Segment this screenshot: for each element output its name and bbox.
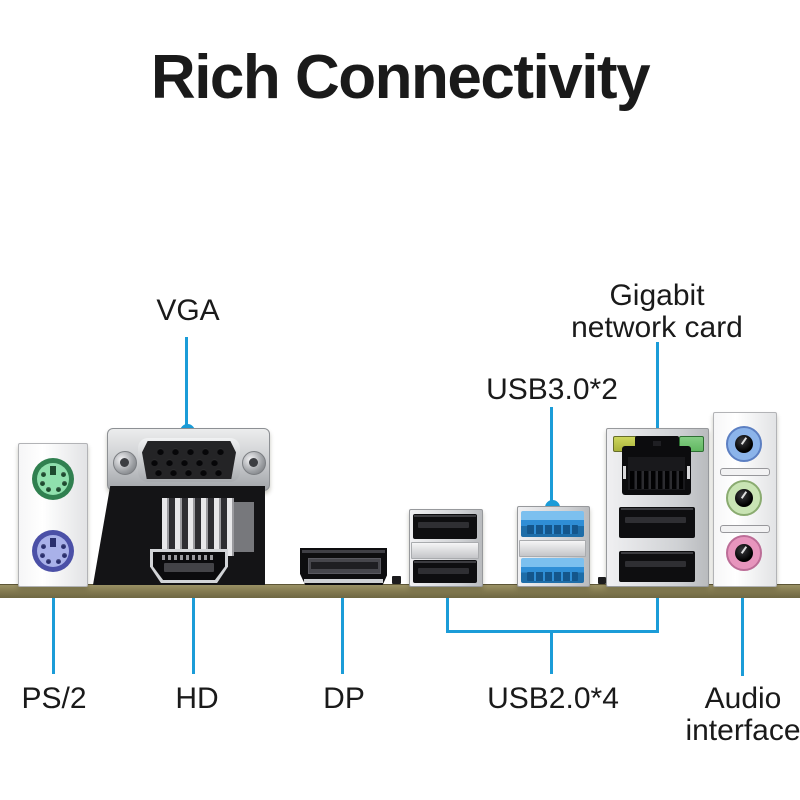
ps2-purple-face-pin-hole [61,552,67,558]
ethernet-side-tab-left [623,466,626,479]
audio-label-line1: Audio [704,682,782,715]
vga-dsub-pin-hole [195,458,203,466]
usb2-port-top [413,514,477,539]
ethernet-pin-comb [630,471,683,489]
hdmi-pin-row [162,555,216,560]
gigabit-callout-line [656,342,659,439]
usb3-callout-line [550,407,553,508]
ps2-mouse-port [32,458,74,500]
vga-dsub-pin-hole [210,458,218,466]
vga-callout-line [185,337,188,433]
displayport-slot-inner [311,562,378,569]
vga-dsub-pin-hole [216,447,224,455]
hdmi-port [150,549,228,583]
ps2-green-face-pin-hole [55,486,61,492]
vga-connector-body [93,486,265,585]
usb2-port-bottom [413,560,477,583]
lan-usb-block [606,428,709,587]
vga-dsub-pin-hole [186,447,194,455]
audio-jack-line-out [726,480,762,516]
audio-jack-block [713,412,777,587]
ps2-port-block [18,443,88,587]
ps2-purple-face-pin-hole [60,543,66,549]
gigabit-label-line1: Gigabit [609,279,705,312]
vga-body-ribs [162,498,234,556]
ps2-purple-face-pin-hole [39,552,45,558]
audio-jack-mic [726,535,762,571]
gigabit-label-line2: network card [571,311,743,344]
vga-dsub-opening [142,441,236,479]
displayport-callout-line [341,585,344,674]
hdmi-callout-line [192,579,195,674]
usb3-port-stack [517,506,590,587]
usb2-callout-stem [550,630,553,674]
ps2-green-face-pin-hole [39,480,45,486]
ps2-key-slot [50,538,56,547]
displayport-bottom-edge [304,579,383,583]
ps2-purple-face-pin-hole [40,543,46,549]
ps2-green-face-pin-hole [61,480,67,486]
usb2-label: USB2.0*4 [487,682,619,715]
audio-vent-slot [720,468,770,476]
displayport-label: DP [323,682,365,715]
ethernet-port [622,446,691,495]
ps2-purple-face-pin-hole [55,558,61,564]
ethernet-side-tab-right [687,466,690,479]
audio-interface-label: Audio interface [685,683,800,747]
ps2-purple-face-pin-hole [45,558,51,564]
vga-screw-nut-right [242,451,266,475]
usb-stack-divider [411,542,479,559]
ps2-keyboard-port-face [37,535,69,567]
ps2-green-face-pin-hole [45,486,51,492]
hdmi-label: HD [175,682,219,715]
audio-label-line2: interface [685,714,800,747]
vga-body-plate [234,502,254,552]
vga-dsub-pin-hole [171,447,179,455]
ps2-callout-line [52,582,55,674]
audio-callout-line [741,582,744,676]
ps2-mouse-port-face [37,463,69,495]
vga-dsub-pin-hole [165,458,173,466]
ps2-keyboard-port [32,530,74,572]
usb2-port-right-bottom [619,551,695,582]
motherboard-pcb-edge [0,584,800,598]
ps2-label: PS/2 [21,682,87,715]
displayport-top-edge [302,550,385,553]
usb3-port-top [521,511,584,537]
pcb-component-nub [392,576,401,584]
usb2-callout-line-right [656,579,659,633]
displayport-port [300,548,387,585]
usb2-port-stack [409,509,483,587]
vga-dsub-pin-hole [169,468,177,476]
vga-dsub-pin-hole [199,468,207,476]
vga-label: VGA [156,294,220,327]
page-title: Rich Connectivity [150,43,651,112]
vga-dsub-pin-hole [154,468,162,476]
vga-dsub-pin-hole [201,447,209,455]
vga-dsub-pin-hole [150,458,158,466]
vga-dsub-pin-hole [214,468,222,476]
vga-screw-nut-left [113,451,137,475]
pcb-component-nub [598,577,606,584]
vga-port [107,428,270,491]
vga-dsub-pin-hole [180,458,188,466]
usb3-port-bottom [521,558,584,583]
usb3-label: USB3.0*2 [486,373,618,406]
gigabit-network-label: Gigabit network card [571,280,743,344]
vga-dsub-pin-hole [184,468,192,476]
vga-dsub-pin-hole [156,447,164,455]
ps2-key-slot [50,466,56,475]
usb2-port-right-top [619,507,695,538]
usb2-callout-line-left [446,577,449,633]
ps2-green-face-pin-hole [60,471,66,477]
audio-jack-line-in [726,426,762,462]
audio-vent-slot [720,525,770,533]
usb-stack-divider [519,540,586,557]
displayport-slot [308,558,381,574]
hdmi-tongue [164,563,214,572]
ps2-green-face-pin-hole [40,471,46,477]
